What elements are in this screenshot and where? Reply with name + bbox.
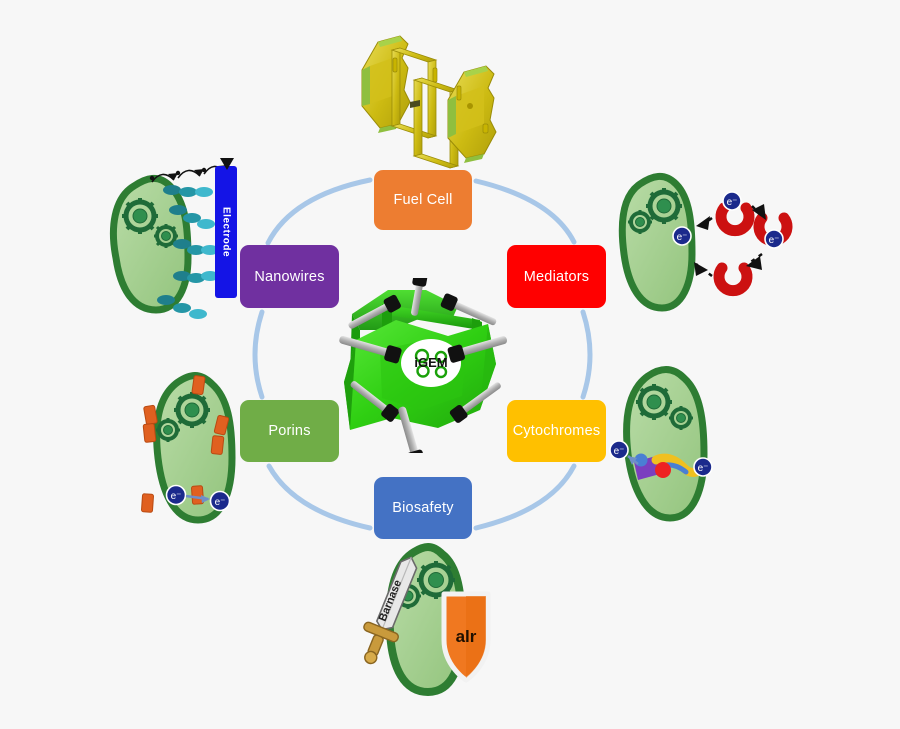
node-nanowires-label: Nanowires — [254, 268, 325, 285]
svg-text:e⁻: e⁻ — [769, 235, 780, 246]
node-porins[interactable]: Porins — [240, 400, 339, 462]
fuel-cell-illustration — [340, 28, 510, 173]
svg-text:e⁻: e⁻ — [698, 463, 709, 474]
center-device-illustration: iGEM — [330, 278, 515, 453]
node-cytochromes[interactable]: Cytochromes — [507, 400, 606, 462]
node-biosafety-label: Biosafety — [392, 500, 454, 516]
svg-text:e⁻: e⁻ — [677, 232, 688, 243]
node-biosafety[interactable]: Biosafety — [374, 477, 472, 539]
porins-illustration: e⁻ e⁻ — [140, 368, 265, 530]
node-porins-label: Porins — [268, 423, 311, 439]
svg-text:e⁻: e⁻ — [215, 497, 226, 508]
svg-text:alr: alr — [456, 627, 477, 646]
electrode-label: Electrode — [220, 206, 232, 258]
electrode-bar: Electrode — [215, 166, 237, 298]
node-mediators-label: Mediators — [523, 268, 590, 285]
node-mediators[interactable]: Mediators — [507, 245, 606, 308]
node-nanowires[interactable]: Nanowires — [240, 245, 339, 308]
electrode-arrow-icon — [219, 156, 235, 175]
svg-text:e⁻: e⁻ — [171, 491, 182, 502]
cytochromes-illustration: e⁻ e⁻ — [608, 362, 728, 527]
svg-text:e⁻: e⁻ — [614, 446, 625, 457]
biosafety-illustration: Barnase alr — [356, 540, 508, 702]
mediators-illustration: e⁻ e⁻ e⁻ — [612, 166, 797, 316]
node-cytochromes-label: Cytochromes — [512, 423, 601, 439]
node-fuel-cell-label: Fuel Cell — [393, 192, 453, 208]
igem-logo-text: iGEM — [414, 355, 447, 370]
svg-text:e⁻: e⁻ — [727, 197, 738, 208]
nanowires-illustration — [100, 158, 250, 338]
node-fuel-cell[interactable]: Fuel Cell — [374, 170, 472, 230]
